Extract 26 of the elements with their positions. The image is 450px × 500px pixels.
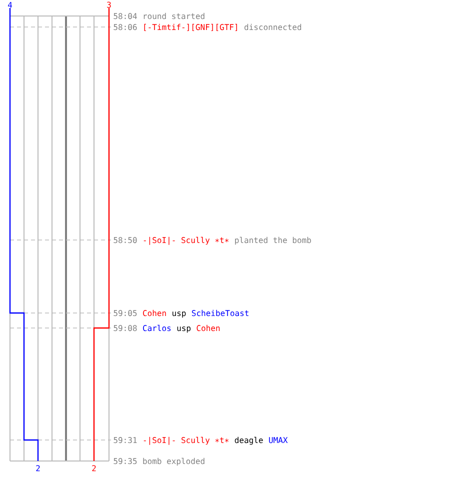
count-label: 2 <box>92 465 96 472</box>
event-text: planted the bomb <box>235 236 311 245</box>
player-name: Cohen <box>143 310 166 316</box>
player-name: UMAX <box>269 437 288 444</box>
weapon-name: deagle <box>234 436 263 445</box>
weapon-name: usp <box>177 326 191 333</box>
event-time: 58:06 <box>114 24 137 30</box>
player-name: -|SoI|- Scully ∗t∗ <box>144 436 229 445</box>
event-time: 59:05 <box>114 310 137 316</box>
event-text: bomb exploded <box>143 458 204 466</box>
player-name: -|SoI|- Scully ∗t∗ <box>144 236 229 245</box>
count-label: 3 <box>107 2 111 8</box>
event-text: disconnected <box>244 24 302 30</box>
player-name: [-Timtif-][GNF][GTF] <box>144 24 237 32</box>
event-time: 58:04 <box>114 13 137 20</box>
event-time: 59:08 <box>114 325 137 332</box>
event-time: 58:50 <box>114 237 137 244</box>
player-name: Carlos <box>143 324 171 332</box>
count-label: 2 <box>36 465 40 472</box>
event-text: round started <box>144 12 204 20</box>
weapon-name: usp <box>172 312 186 318</box>
event-time: 59:31 <box>114 437 137 444</box>
event-time: 59:35 <box>114 458 137 464</box>
player-name: ScheibeToast <box>192 310 248 316</box>
count-label: 4 <box>8 2 12 8</box>
player-name: Cohen <box>196 324 220 332</box>
